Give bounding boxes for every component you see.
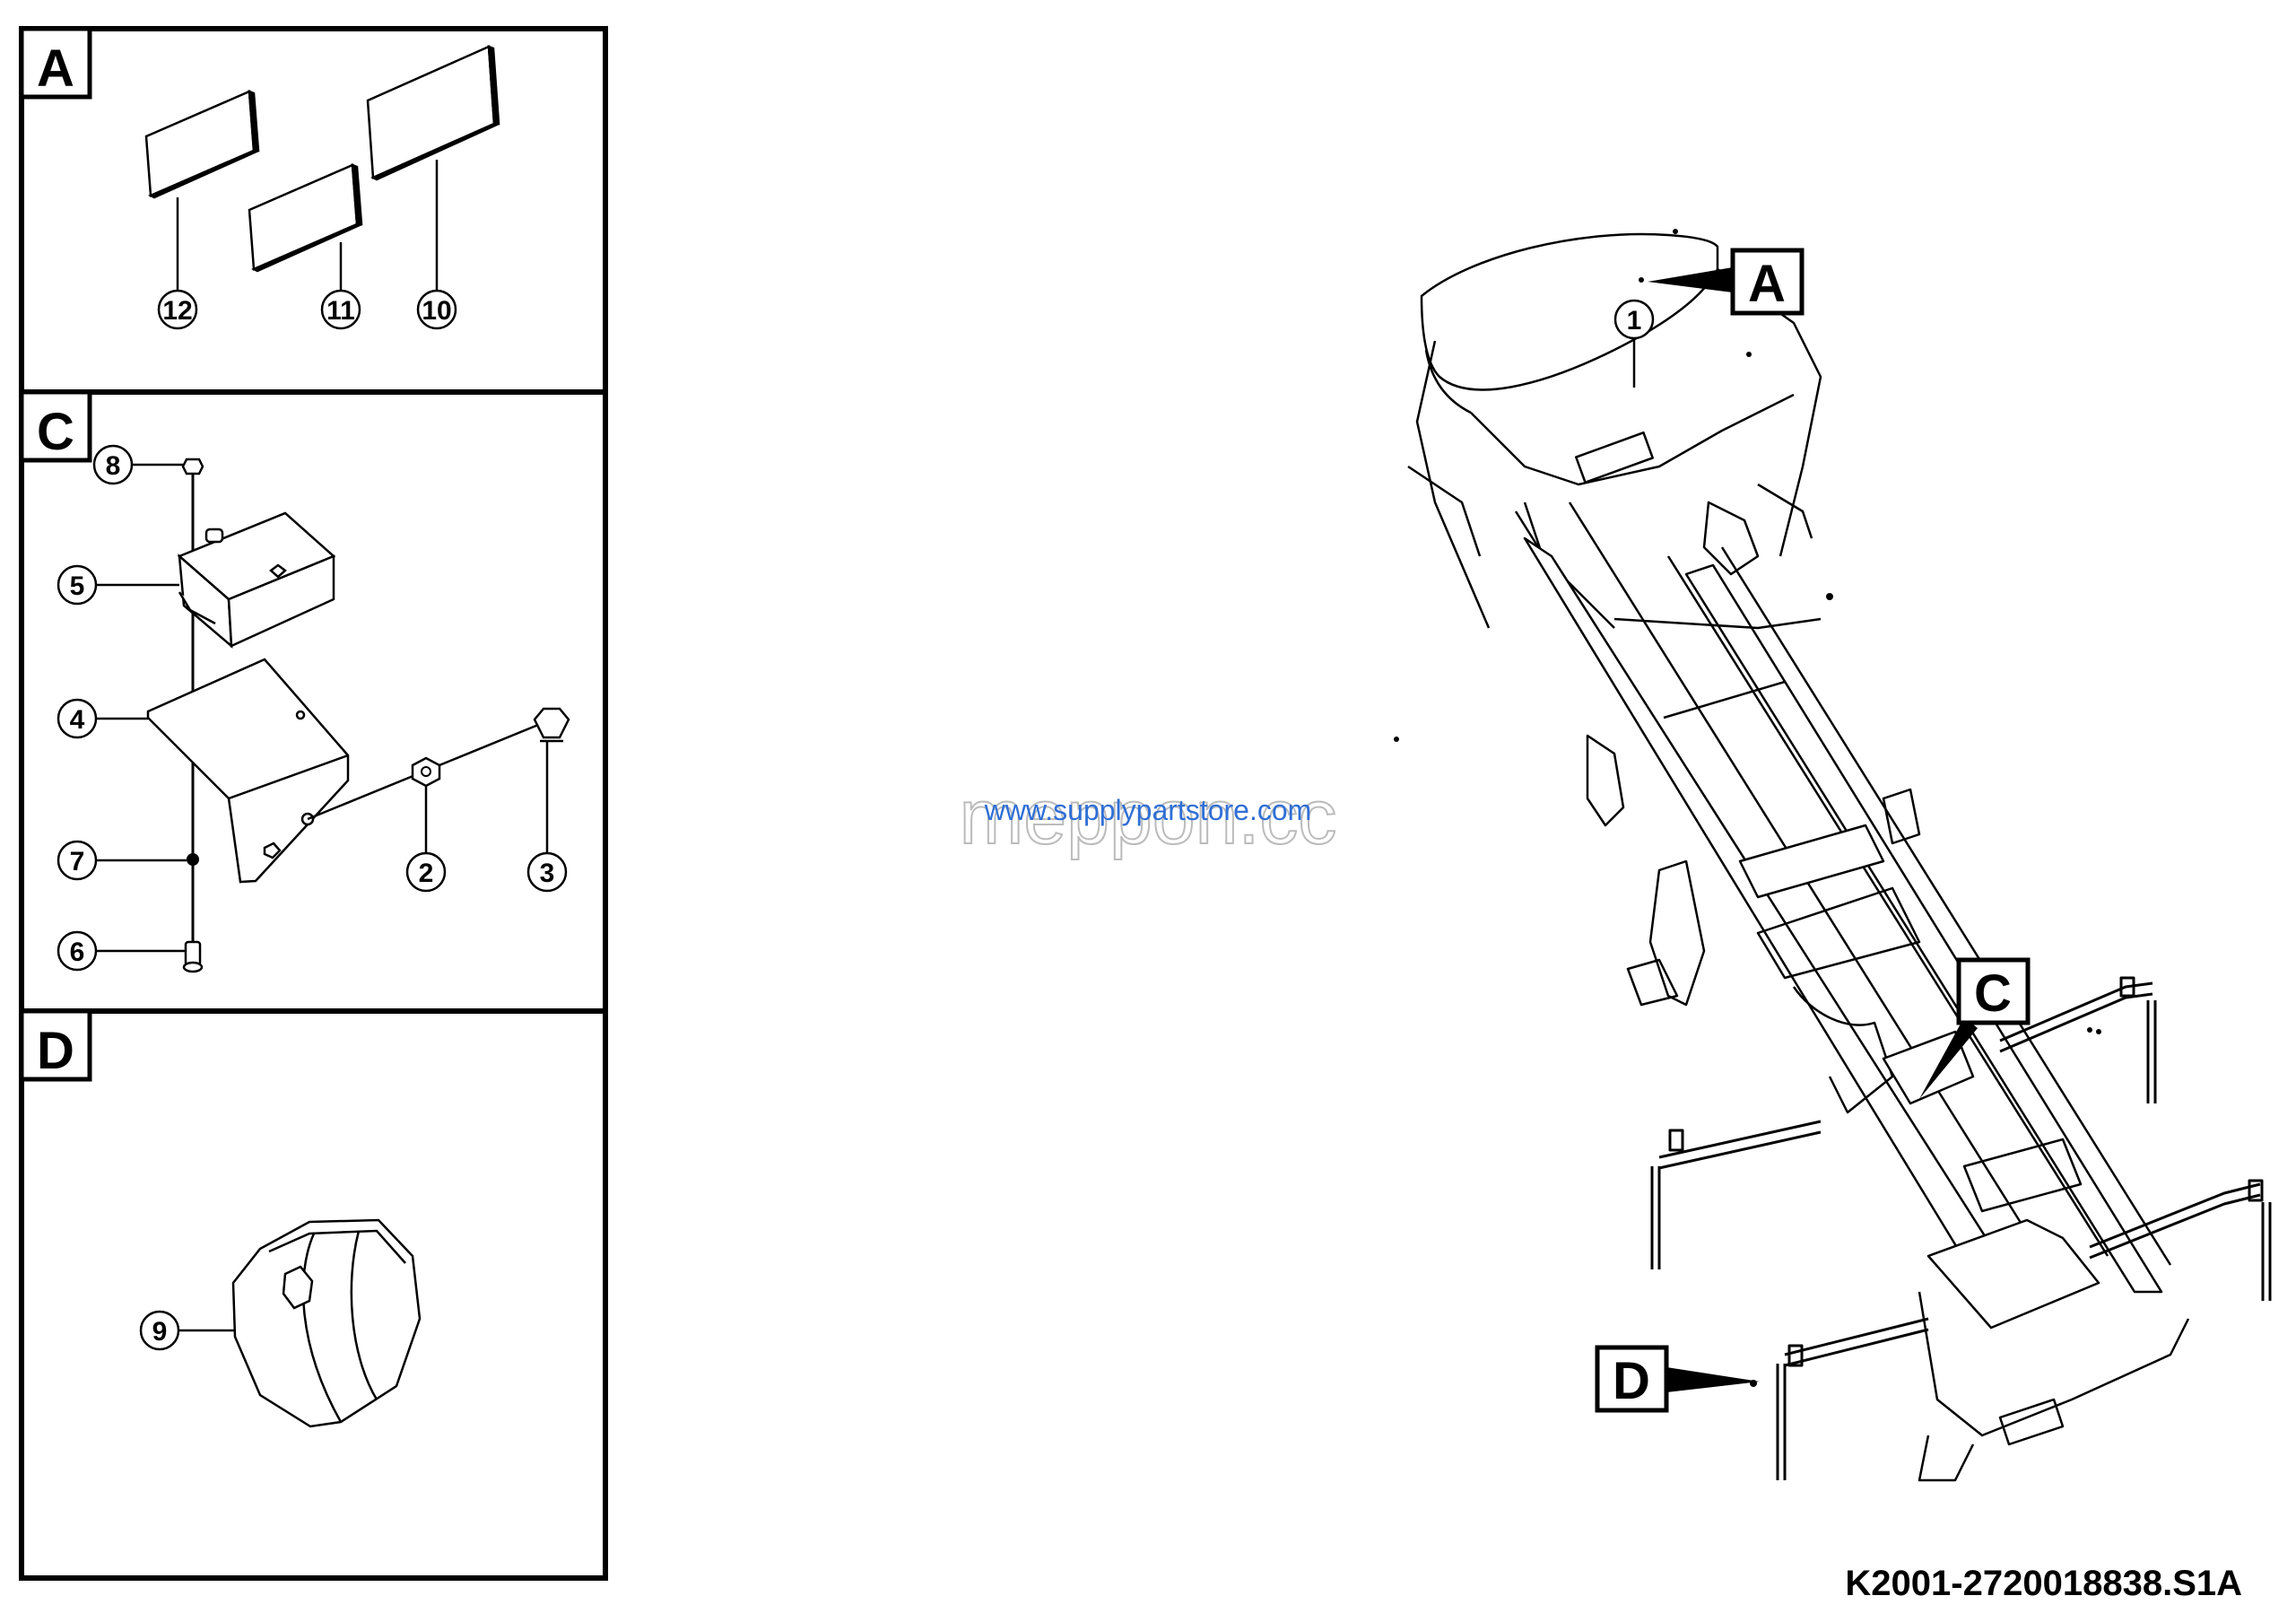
frame-rails [1514,501,2172,1294]
outrigger-legs [1650,976,2272,1480]
washer-7 [187,853,199,866]
bolt-3 [533,707,570,743]
panel-c: C [19,389,570,973]
svg-text:2: 2 [419,859,434,888]
view-label-c: C [1919,957,2031,1099]
view-label-d: D [1595,1345,1760,1413]
svg-text:11: 11 [326,296,355,326]
panel-d: D 9 [19,1008,422,1428]
svg-text:1: 1 [1627,306,1642,336]
svg-text:12: 12 [162,296,192,326]
callout-4: 4 [57,698,98,739]
bracket-4 [146,658,350,884]
svg-text:10: 10 [422,296,451,326]
label-plate-12 [144,90,260,199]
svg-text:9: 9 [152,1317,168,1347]
svg-text:3: 3 [540,859,555,888]
label-plate-10 [366,45,500,181]
view-label-a: A [1648,248,1805,316]
callout-3: 3 [526,851,568,893]
panel-c-label: C [37,403,74,461]
panel-a: A 12 11 10 [19,26,500,330]
svg-text:A: A [1748,255,1786,313]
svg-text:5: 5 [70,571,85,601]
weight-block-9 [231,1218,422,1428]
svg-text:C: C [1974,964,2012,1023]
callout-9: 9 [139,1310,180,1351]
cab-roof [1420,232,1719,391]
watermark-large: meppon.cc [960,774,1337,860]
housing-5 [177,511,336,649]
callout-2: 2 [405,851,447,893]
callout-5: 5 [57,564,98,606]
detail-panels [19,26,608,1581]
bolt-6 [182,940,204,973]
svg-text:6: 6 [70,937,85,967]
drawing-code: K2001-2720018838.S1A [1845,1564,2242,1603]
main-callout-1: 1 [1613,299,1655,388]
panel-d-label: D [37,1022,74,1080]
nut-2 [411,756,441,788]
panel-c-frame [19,389,608,1014]
callout-7: 7 [57,840,98,881]
label-plate-11 [248,163,363,273]
main-assembly-view [1394,229,2272,1482]
panel-a-label: A [37,39,74,98]
svg-text:D: D [1613,1352,1650,1410]
watermark: meppon.cc www.supplypartstore.com [959,773,1338,861]
watermark-small: www.supplypartstore.com [984,794,1312,826]
panel-d-frame [19,1008,608,1581]
callout-12: 12 [157,289,198,330]
nut-8 [181,458,204,475]
svg-text:7: 7 [70,847,85,876]
callout-6: 6 [57,930,98,972]
callout-10: 10 [416,289,457,330]
svg-text:8: 8 [106,451,121,481]
callout-11: 11 [320,289,361,330]
svg-text:4: 4 [70,705,85,735]
callout-8: 8 [92,444,134,485]
